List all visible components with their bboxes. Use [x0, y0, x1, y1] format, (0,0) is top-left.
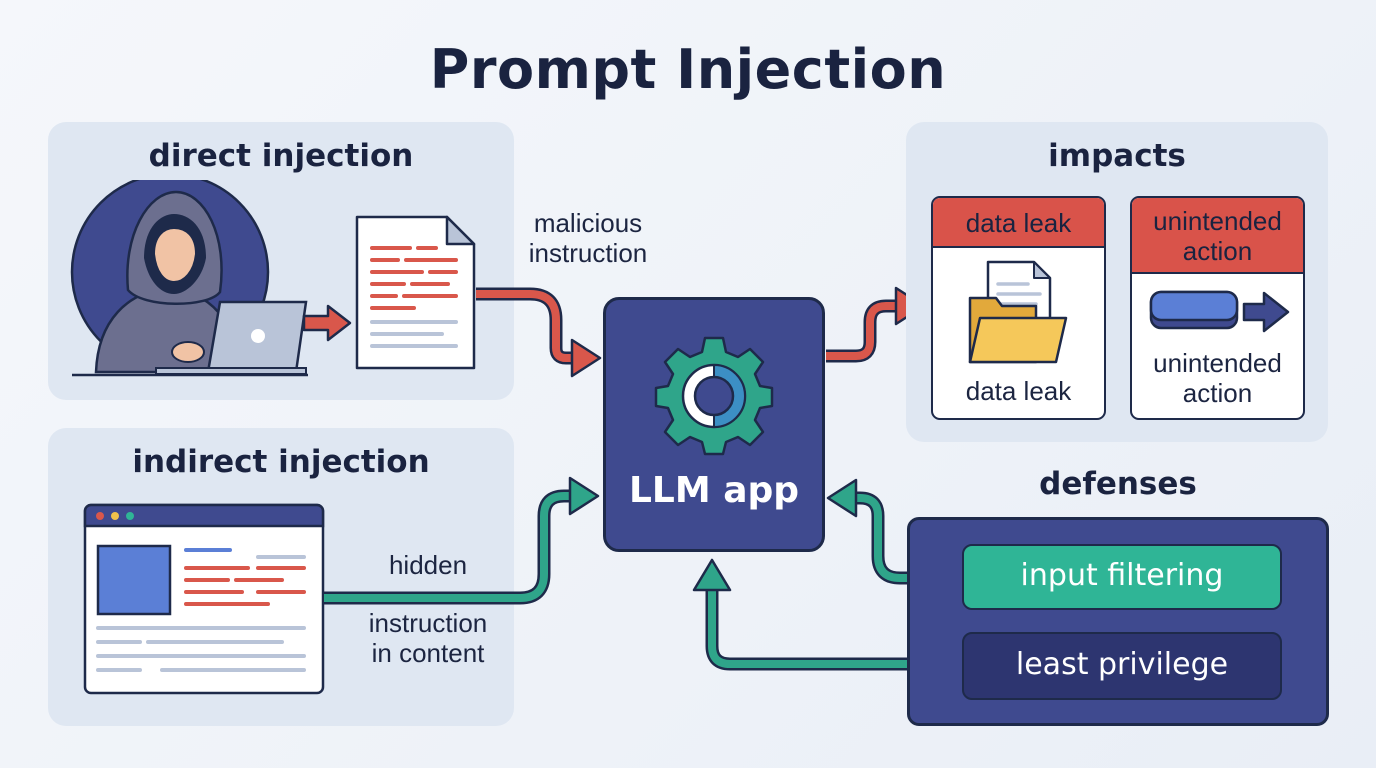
diagram-title: Prompt Injection [429, 38, 947, 101]
least-privilege-arrow [692, 558, 964, 671]
input-filtering-button: input filtering [962, 544, 1282, 610]
data-leak-label: data leak [965, 376, 1072, 406]
malicious-label-line2: instruction [528, 238, 648, 268]
unintended-action-card-header: unintended action [1132, 198, 1303, 274]
instruction-in-content-label: instruction in content [350, 608, 506, 668]
instruction-label-line: instruction [368, 608, 488, 638]
malicious-instruction-label: malicious instruction [510, 208, 666, 268]
direct-injection-heading: direct injection [148, 138, 414, 174]
llm-app-label: LLM app [628, 470, 800, 511]
malicious-instruction-arrow [476, 287, 602, 378]
hidden-label: hidden [388, 550, 468, 580]
action-arrow-icon [1149, 290, 1290, 333]
defenses-heading: defenses [1039, 466, 1197, 502]
indirect-injection-heading: indirect injection [132, 444, 430, 480]
data-leak-card: data leak [931, 196, 1106, 420]
card2-header-line1: unintended [1153, 206, 1282, 236]
folder-document-icon [968, 260, 1068, 364]
input-filtering-arrow [826, 478, 964, 585]
document-icon [355, 215, 476, 370]
card2-label-line1: unintended [1153, 348, 1282, 378]
gear-icon [654, 336, 774, 456]
in-content-label-line: in content [371, 638, 485, 668]
least-privilege-button: least privilege [962, 632, 1282, 700]
card2-header-line2: action [1182, 236, 1253, 266]
unintended-action-label: unintended action [1130, 348, 1305, 408]
data-leak-card-header: data leak [933, 198, 1104, 248]
hidden-instruction-arrow [324, 476, 600, 605]
malicious-label-line1: malicious [533, 208, 643, 238]
red-arrow-small [302, 304, 352, 342]
impacts-heading: impacts [1048, 138, 1186, 174]
hacker-illustration [70, 180, 308, 377]
card2-label-line2: action [1182, 378, 1253, 408]
webpage-window-icon [83, 503, 325, 695]
